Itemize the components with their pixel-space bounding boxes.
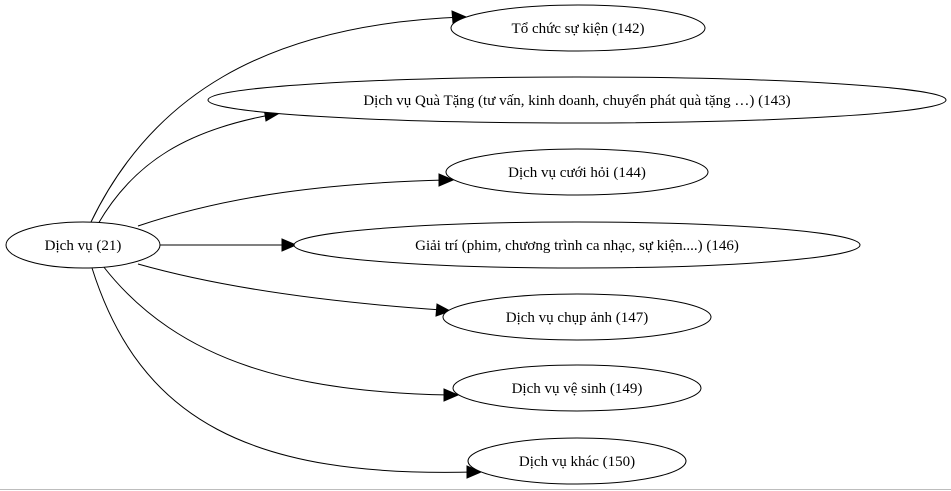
node-event-organizing[interactable]: Tổ chức sự kiện (142) — [450, 4, 706, 52]
node-root-services[interactable]: Dịch vụ (21) — [5, 221, 161, 269]
edge-to-other-services — [91, 267, 483, 479]
node-other-services[interactable]: Dịch vụ khác (150) — [467, 437, 687, 485]
node-root-label: Dịch vụ (21) — [45, 238, 122, 254]
node-label: Dịch vụ cưới hỏi (144) — [508, 165, 646, 181]
bottom-divider — [0, 489, 951, 490]
node-label: Tổ chức sự kiện (142) — [512, 21, 645, 37]
node-wedding-services[interactable]: Dịch vụ cưới hỏi (144) — [445, 148, 709, 196]
edge-to-cleaning — [102, 265, 460, 402]
node-photography[interactable]: Dịch vụ chụp ảnh (147) — [442, 293, 712, 341]
edge-to-gift-services — [97, 107, 280, 225]
edge-to-photography — [137, 263, 452, 317]
node-label: Dịch vụ chụp ảnh (147) — [506, 310, 648, 326]
node-entertainment[interactable]: Giải trí (phim, chương trình ca nhạc, sự… — [293, 221, 861, 269]
node-label: Giải trí (phim, chương trình ca nhạc, sự… — [415, 238, 739, 254]
node-label: Dịch vụ Quà Tặng (tư vấn, kinh doanh, ch… — [363, 93, 790, 109]
nodes: Dịch vụ (21) Tổ chức sự kiện (142) Dịch … — [5, 4, 947, 485]
node-label: Dịch vụ vệ sinh (149) — [512, 381, 643, 397]
node-label: Dịch vụ khác (150) — [519, 454, 635, 470]
node-gift-services[interactable]: Dịch vụ Quà Tặng (tư vấn, kinh doanh, ch… — [207, 76, 947, 124]
edge-to-entertainment — [160, 238, 298, 252]
edge-to-wedding-services — [137, 173, 455, 227]
node-cleaning[interactable]: Dịch vụ vệ sinh (149) — [452, 364, 702, 412]
